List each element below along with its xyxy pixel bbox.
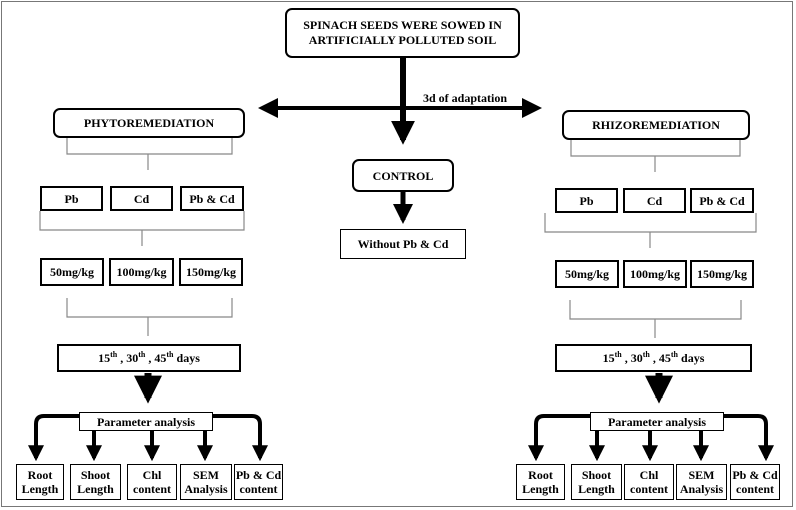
left-dose-50: 50mg/kg: [40, 258, 104, 286]
left-day-1: 15: [98, 351, 111, 365]
right-dose-150: 150mg/kg: [690, 260, 754, 288]
right-metal-pb: Pb: [555, 188, 618, 213]
right-metal-cd: Cd: [623, 188, 686, 213]
right-dose-100: 100mg/kg: [623, 260, 687, 288]
right-title-box: RHIZOREMEDIATION: [562, 110, 750, 140]
right-day-3: 45: [658, 351, 671, 365]
right-dose-50: 50mg/kg: [555, 260, 619, 288]
left-brace-1: [66, 136, 233, 170]
right-metal-pbcd: Pb & Cd: [690, 188, 754, 213]
left-title-box: PHYTOREMEDIATION: [53, 108, 245, 138]
control-result-box: Without Pb & Cd: [340, 229, 466, 259]
adaptation-label: 3d of adaptation: [423, 91, 508, 105]
right-days-box: 15th , 30th , 45th days: [555, 344, 752, 372]
right-day-2: 30: [630, 351, 643, 365]
right-day-1: 15: [602, 351, 615, 365]
title-line-2: ARTIFICIALLY POLLUTED SOIL: [308, 33, 497, 47]
left-days-box: 15th , 30th , 45th days: [57, 344, 241, 372]
right-brace-1: [570, 138, 741, 172]
left-dose-100: 100mg/kg: [109, 258, 174, 286]
left-metal-pbcd: Pb & Cd: [180, 186, 244, 211]
title-box: SPINACH SEEDS WERE SOWED IN ARTIFICIALLY…: [285, 8, 520, 58]
right-brace-3: [569, 300, 742, 338]
right-brace-2: [544, 213, 757, 248]
left-brace-2: [39, 211, 245, 246]
left-dose-150: 150mg/kg: [179, 258, 243, 286]
left-metal-cd: Cd: [110, 186, 173, 211]
title-line-1: SPINACH SEEDS WERE SOWED IN: [303, 18, 502, 32]
left-metal-pb: Pb: [40, 186, 103, 211]
right-analysis-box: Parameter analysis: [590, 412, 724, 431]
left-analysis-box: Parameter analysis: [79, 412, 213, 431]
left-day-3: 45: [154, 351, 167, 365]
left-day-2: 30: [126, 351, 139, 365]
left-brace-3: [66, 298, 233, 336]
control-box: CONTROL: [352, 159, 454, 192]
